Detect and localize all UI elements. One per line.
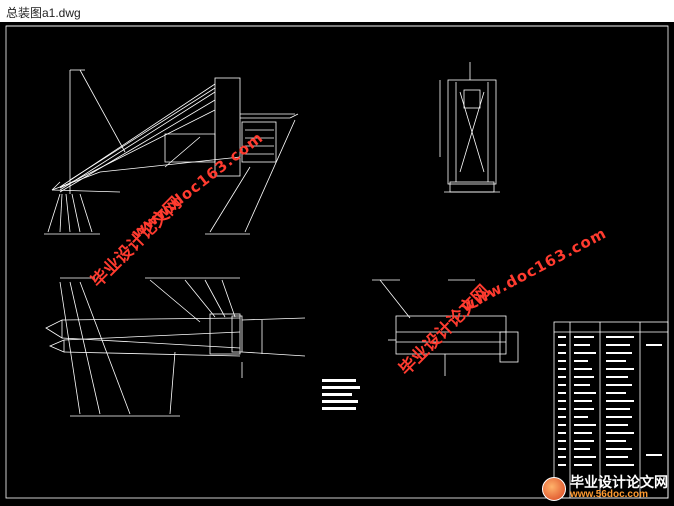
parts-table: [553, 321, 669, 499]
table-text-marks: [322, 379, 360, 410]
title-bar: 总装图a1.dwg: [0, 0, 674, 23]
boom-end-view: [439, 62, 500, 193]
cad-drawing: [5, 25, 669, 499]
cad-viewport[interactable]: 毕业设计论文网 www.doc163.com www.doc163.com 毕业…: [0, 22, 674, 506]
boom-plan-view: [45, 277, 306, 417]
footer-logo: 毕业设计论文网 www.56doc.com: [542, 476, 668, 502]
table-rows: [558, 336, 662, 466]
logo-url-text: www.56doc.com: [570, 489, 648, 500]
side-section-view: [372, 279, 519, 376]
logo-cn-text: 毕业设计论文网: [570, 475, 668, 491]
window-title: 总装图a1.dwg: [6, 6, 81, 20]
logo-icon: [542, 477, 566, 501]
boom-side-view: [44, 69, 299, 235]
